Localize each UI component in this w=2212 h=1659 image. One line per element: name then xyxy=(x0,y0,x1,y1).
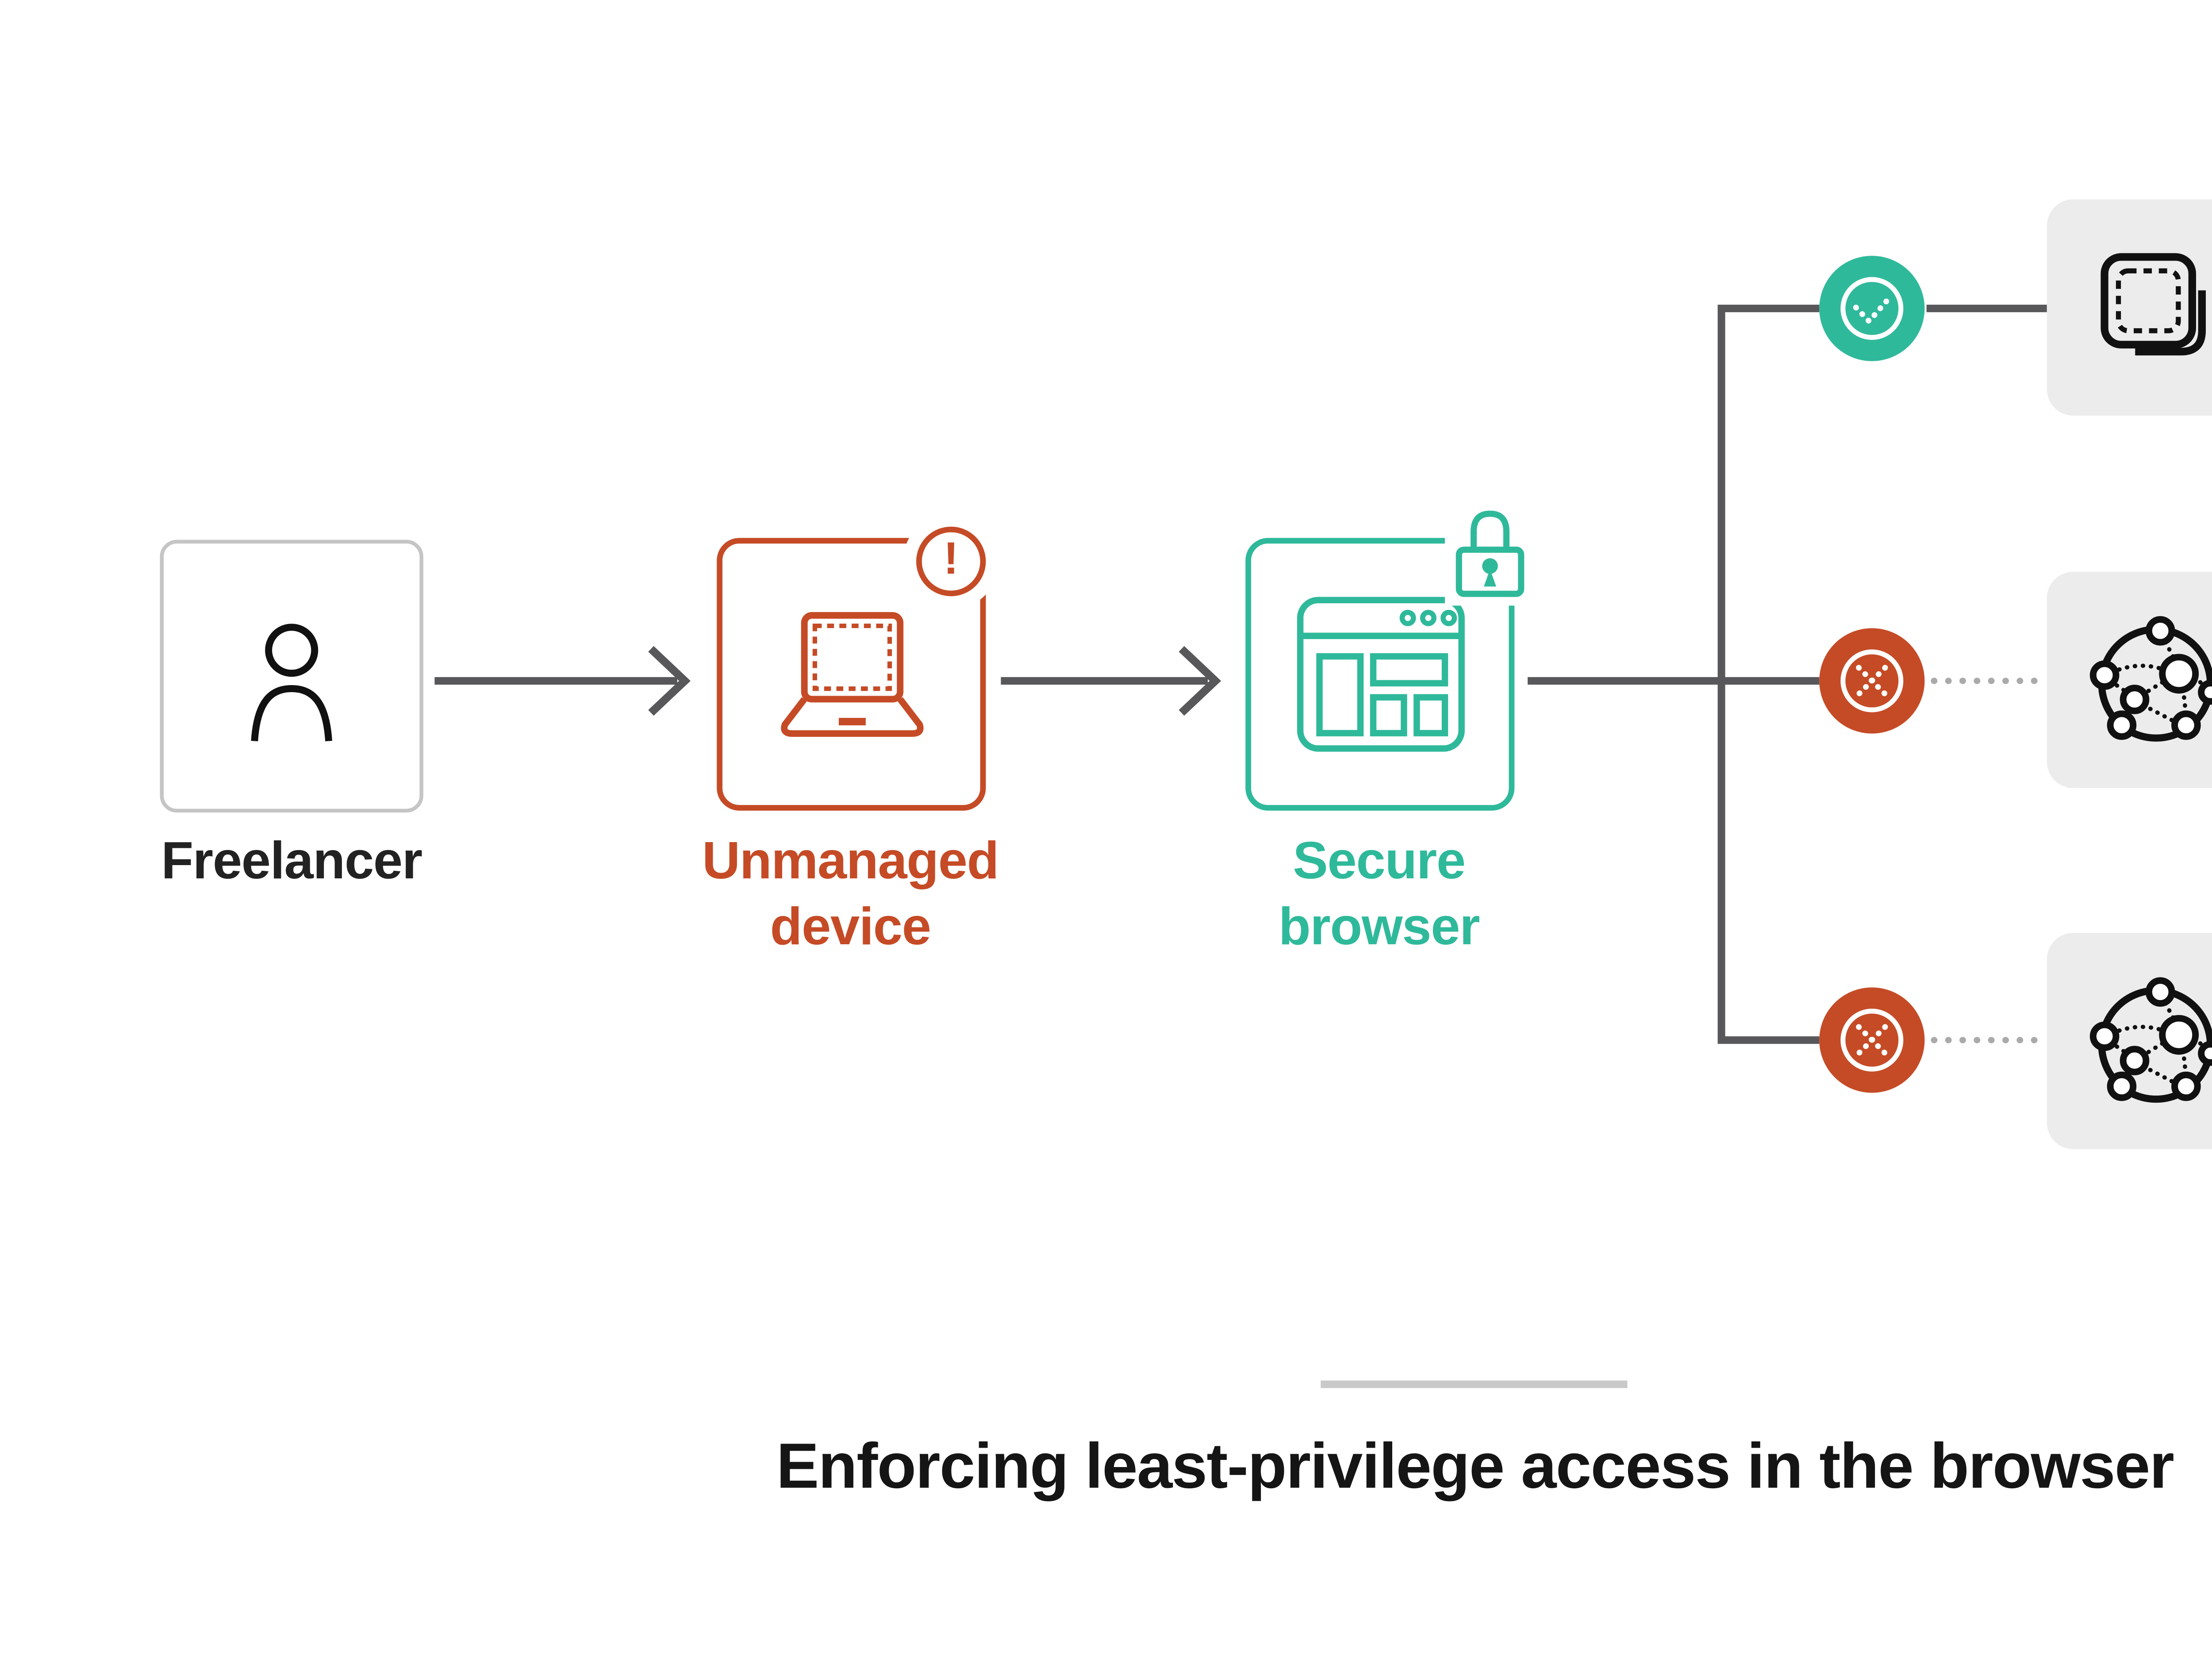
destination-card-draftkings xyxy=(2047,571,2212,788)
arrowhead-right-icon xyxy=(648,646,691,716)
freelancer-node-box xyxy=(160,540,423,813)
browser-window-icon xyxy=(1296,597,1464,752)
alert-exclamation-icon: ! xyxy=(916,526,986,597)
stacked-apps-icon xyxy=(2100,252,2205,355)
branch-spine xyxy=(1717,304,1820,1044)
destination-card-espn xyxy=(2047,933,2212,1149)
arrowhead-right-icon xyxy=(1179,646,1221,716)
unmanaged-device-node-box xyxy=(717,538,986,811)
x-circle-icon xyxy=(1819,987,1925,1093)
freelancer-label: Freelancer xyxy=(161,831,422,890)
caption-divider xyxy=(1321,1380,1628,1388)
secure-browser-label: Secure browser xyxy=(1278,831,1480,956)
laptop-icon xyxy=(780,611,923,736)
person-icon xyxy=(251,623,332,740)
network-globe-icon xyxy=(2089,615,2212,741)
diagram-title: Enforcing least-privilege access in the … xyxy=(776,1431,2174,1503)
lock-icon xyxy=(1455,510,1525,597)
x-circle-icon xyxy=(1819,628,1925,734)
alert-glyph: ! xyxy=(943,533,959,584)
dotted-check-glyph xyxy=(1840,277,1904,340)
unmanaged-device-label: Unmanaged device xyxy=(702,831,999,956)
check-circle-icon xyxy=(1819,256,1925,361)
dotted-x-glyph xyxy=(1840,1008,1904,1072)
network-globe-icon xyxy=(2089,976,2212,1102)
destination-card-internal-apps xyxy=(2047,199,2212,416)
dotted-x-glyph xyxy=(1840,649,1904,713)
